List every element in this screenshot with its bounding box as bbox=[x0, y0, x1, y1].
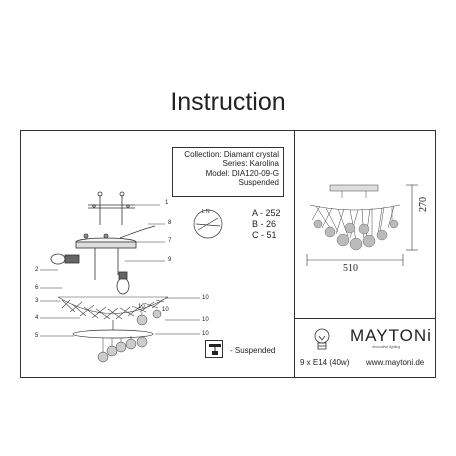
product-illustration bbox=[309, 184, 401, 241]
callout-7: 7 bbox=[168, 238, 172, 244]
brand-tagline: decorative lighting bbox=[372, 345, 401, 349]
wiring-detail: L N bbox=[119, 209, 223, 239]
brand-logo: MAYTONi bbox=[350, 326, 432, 345]
light-bulb-icon bbox=[314, 328, 330, 350]
spec-b: B - 26 bbox=[252, 219, 277, 229]
dimension-lines bbox=[306, 184, 418, 266]
drawing-frame bbox=[20, 130, 436, 378]
svg-text:L N: L N bbox=[202, 209, 210, 215]
width-dimension: 510 bbox=[343, 263, 358, 274]
type-label: Suspended bbox=[238, 178, 279, 188]
series-label: Series: Karolina bbox=[222, 159, 279, 169]
callout-5: 5 bbox=[35, 333, 39, 339]
lamp-spec: 9 x E14 (40w) bbox=[300, 358, 350, 367]
suspended-icon bbox=[205, 340, 223, 358]
callout-4: 4 bbox=[35, 315, 39, 321]
bottom-ring bbox=[72, 320, 154, 339]
product-crystals bbox=[313, 219, 399, 251]
crystal-bowl bbox=[57, 296, 169, 320]
spec-c: C - 51 bbox=[252, 230, 277, 240]
height-dimension: 270 bbox=[418, 197, 429, 212]
legend-label: - Suspended bbox=[230, 346, 276, 355]
pendant-crystals bbox=[97, 309, 162, 363]
callout-9: 9 bbox=[168, 257, 172, 263]
bulb-left bbox=[50, 253, 80, 265]
collection-label: Collection: Diamant crystal bbox=[184, 150, 279, 159]
callout-10c: 10 bbox=[202, 331, 209, 337]
callout-3: 3 bbox=[35, 298, 39, 304]
ceiling-mount-icon bbox=[209, 344, 221, 355]
callout-2: 2 bbox=[35, 267, 39, 273]
callout-1: 1 bbox=[165, 200, 169, 206]
callout-10a: 10 bbox=[202, 295, 209, 301]
callout-lines bbox=[40, 204, 200, 337]
frame-divider-vertical bbox=[294, 130, 295, 378]
callout-8: 8 bbox=[168, 220, 172, 226]
model-label: Model: DIA120-09-G bbox=[205, 168, 279, 178]
callout-10b: 10 bbox=[202, 317, 209, 323]
canopy bbox=[75, 233, 137, 249]
callout-10d: 10 bbox=[162, 307, 169, 313]
bulb-center bbox=[116, 271, 130, 295]
product-info-box: Collection: Diamant crystal Series: Karo… bbox=[172, 147, 284, 197]
page-title: Instruction bbox=[170, 88, 286, 116]
spec-a: A - 252 bbox=[252, 208, 281, 218]
frame-divider-horizontal bbox=[294, 318, 436, 319]
mounting-bracket bbox=[88, 191, 135, 225]
callout-10e: 10 bbox=[138, 304, 145, 310]
callout-6: 6 bbox=[35, 285, 39, 291]
brand-website: www.maytoni.de bbox=[366, 358, 425, 367]
